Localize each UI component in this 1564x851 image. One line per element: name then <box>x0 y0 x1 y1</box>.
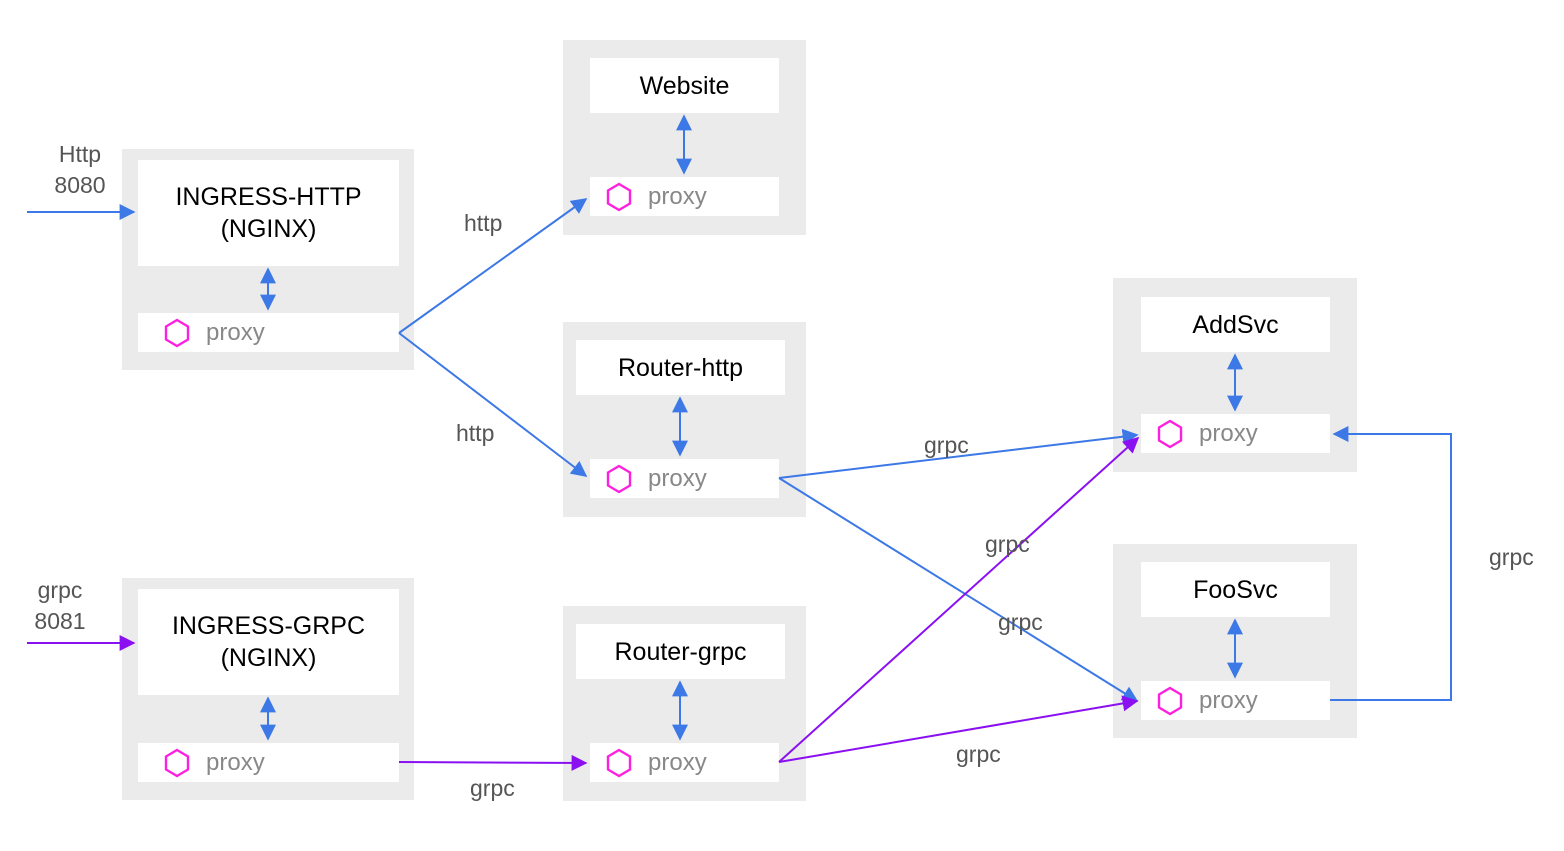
entrypoint-grpc-port: 8081 <box>34 608 86 634</box>
edge-label: grpc <box>956 741 1001 767</box>
edge-label: grpc <box>1489 544 1534 570</box>
node-ingress-http: INGRESS-HTTP (NGINX) <box>138 160 399 266</box>
edge-label: grpc <box>924 432 969 458</box>
node-ingress-http-subtitle: (NGINX) <box>220 215 317 243</box>
proxy-ingress-grpc: proxy <box>138 743 399 782</box>
node-ingress-grpc: INGRESS-GRPC (NGINX) <box>138 589 399 695</box>
proxy-foosvc: proxy <box>1141 681 1330 720</box>
entrypoint-http-label: Http 8080 <box>40 139 120 201</box>
hexagon-icon <box>606 464 632 493</box>
proxy-router-grpc: proxy <box>590 743 779 782</box>
node-ingress-grpc-name: INGRESS-GRPC <box>171 612 366 640</box>
edge-ingress-http-to-router-http <box>398 332 588 477</box>
node-router-http: Router-http <box>576 340 785 395</box>
hexagon-icon <box>1157 686 1183 715</box>
entrypoint-grpc-protocol: grpc <box>37 577 83 603</box>
hexagon-icon <box>164 748 190 777</box>
node-foosvc: FooSvc <box>1141 562 1330 617</box>
node-addsvc: AddSvc <box>1141 297 1330 352</box>
edge-label: http <box>456 420 495 446</box>
node-router-grpc-name: Router-grpc <box>614 637 747 666</box>
node-foosvc-name: FooSvc <box>1193 575 1278 604</box>
node-router-grpc: Router-grpc <box>576 624 785 679</box>
node-website-name: Website <box>639 71 730 100</box>
proxy-addsvc: proxy <box>1141 414 1330 453</box>
entrypoint-http-protocol: Http <box>58 141 102 167</box>
proxy-label: proxy <box>206 748 265 776</box>
edge-foosvc-to-addsvc <box>1330 426 1452 701</box>
hexagon-icon <box>1157 419 1183 448</box>
hexagon-icon <box>164 318 190 347</box>
node-ingress-grpc-subtitle: (NGINX) <box>220 644 317 672</box>
hexagon-icon <box>606 182 632 211</box>
proxy-website: proxy <box>590 177 779 216</box>
proxy-label: proxy <box>1199 686 1258 714</box>
proxy-label: proxy <box>648 464 707 492</box>
node-website: Website <box>590 58 779 113</box>
hexagon-icon <box>606 748 632 777</box>
entrypoint-grpc-label: grpc 8081 <box>20 575 100 637</box>
edge-router-http-to-foosvc <box>778 477 1139 702</box>
node-ingress-http-name: INGRESS-HTTP <box>175 183 362 211</box>
edge-router-http-to-addsvc <box>778 428 1139 479</box>
edge-ingress-http-to-website <box>398 198 588 334</box>
edge-label: grpc <box>985 531 1030 557</box>
proxy-ingress-http: proxy <box>138 313 399 352</box>
edge-router-grpc-to-addsvc <box>778 436 1140 763</box>
edge-ingress-grpc-to-router-grpc <box>398 754 588 771</box>
edge-router-grpc-to-foosvc <box>778 695 1139 763</box>
entrypoint-http-port: 8080 <box>54 172 106 198</box>
proxy-label: proxy <box>1199 419 1258 447</box>
node-addsvc-name: AddSvc <box>1192 310 1279 339</box>
proxy-label: proxy <box>648 748 707 776</box>
proxy-label: proxy <box>648 182 707 210</box>
edge-label: grpc <box>998 609 1043 635</box>
node-router-http-name: Router-http <box>617 353 744 382</box>
proxy-label: proxy <box>206 318 265 346</box>
edge-label: http <box>464 210 503 236</box>
proxy-router-http: proxy <box>590 459 779 498</box>
edge-label: grpc <box>470 775 515 801</box>
